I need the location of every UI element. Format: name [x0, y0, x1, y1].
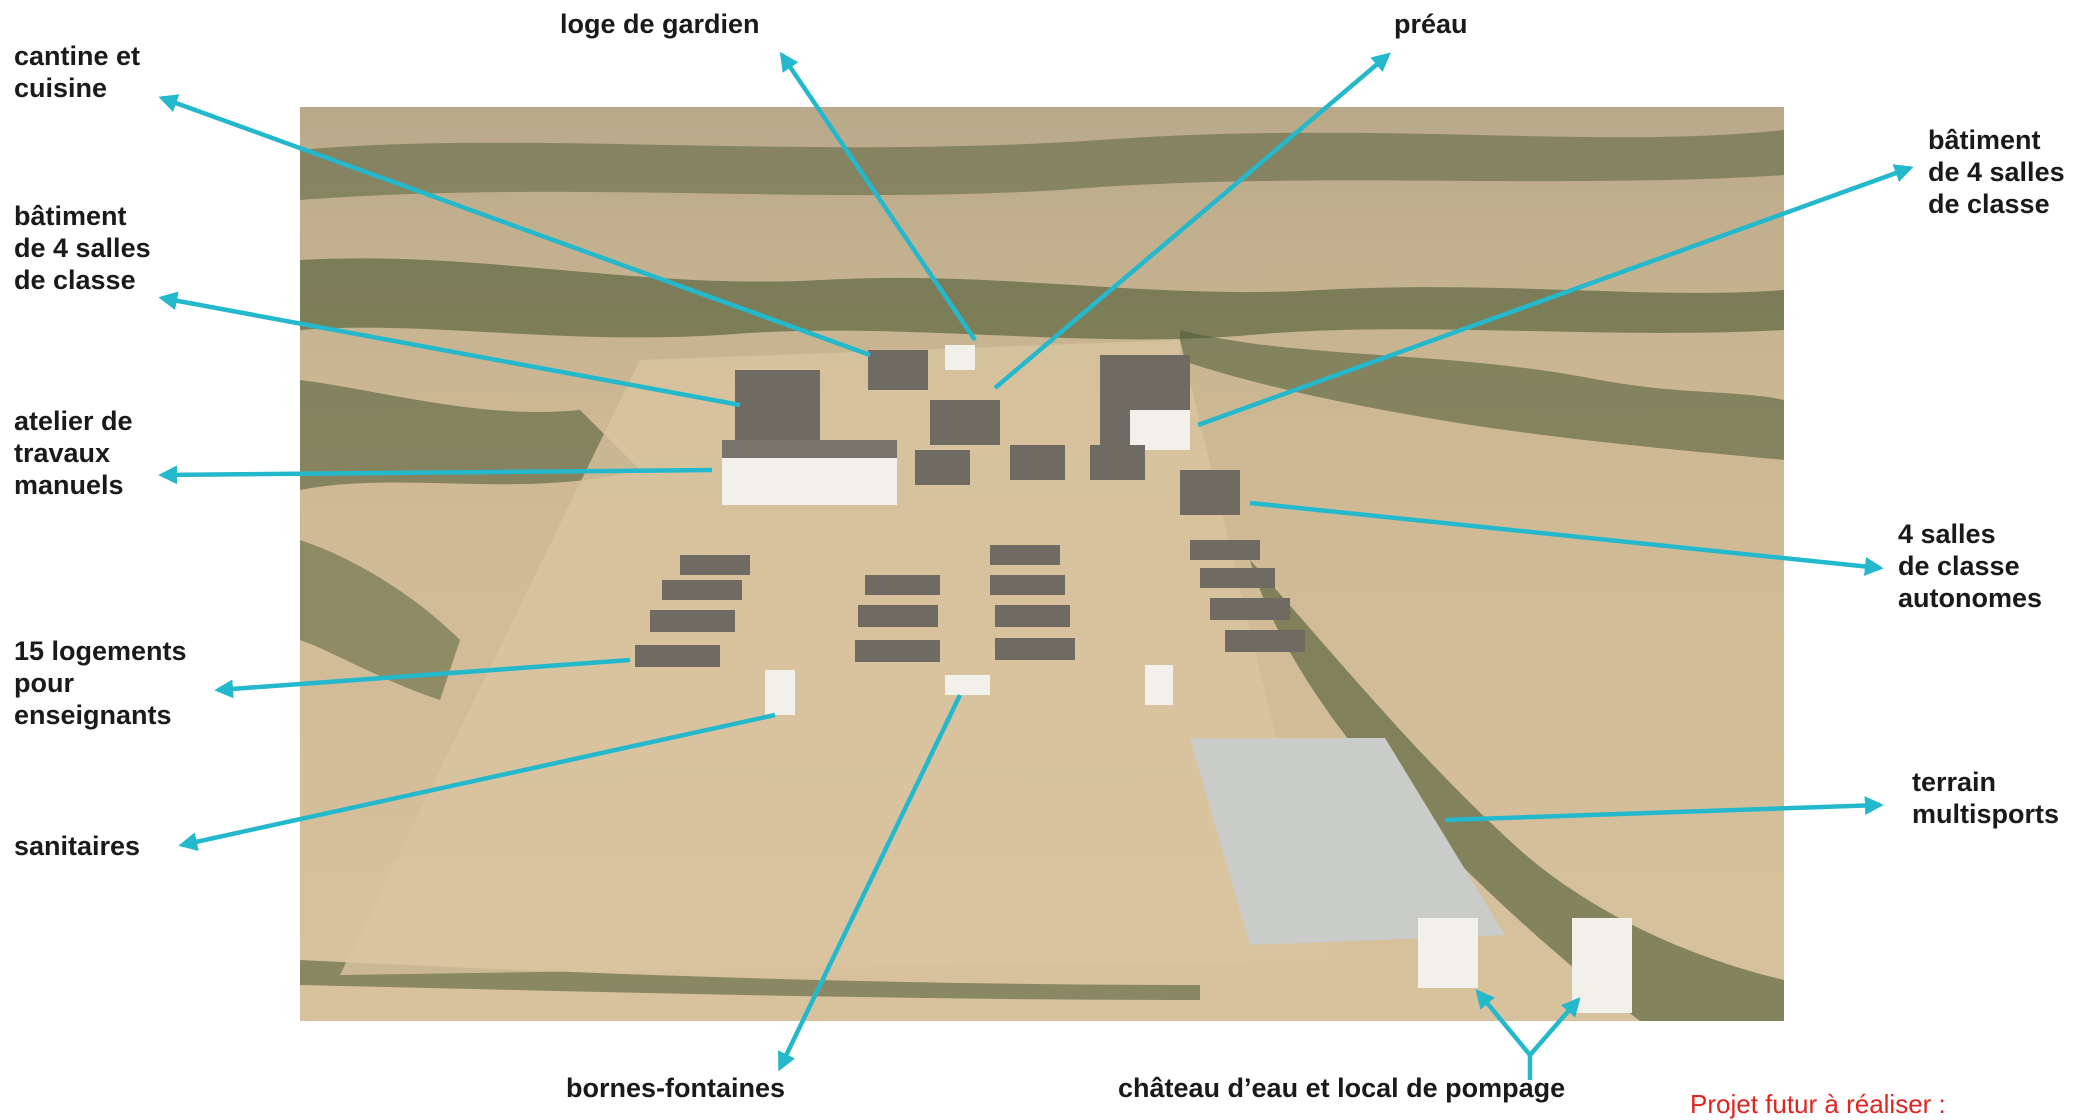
- arrow-chateau-left: [1475, 989, 1532, 1057]
- fence-hedge: [300, 960, 1200, 1000]
- arrow-sanitaires: [178, 712, 776, 851]
- label-logements: 15 logements pour enseignants: [14, 636, 187, 730]
- scrub-right-lower: [1250, 560, 1784, 1021]
- label-preau: préau: [1394, 9, 1468, 39]
- label-sanitaires: sanitaires: [14, 831, 141, 861]
- arrow-terrain: [1444, 796, 1884, 823]
- compound-grounds: [340, 340, 1330, 975]
- preau: [930, 400, 1000, 445]
- label-cantine-et-cuisine: cantine et cuisine: [14, 41, 141, 103]
- autonomous-classroom: [1180, 470, 1240, 515]
- pump-house: [1418, 918, 1478, 988]
- buildings: [635, 345, 1305, 715]
- arrow-atelier: [158, 465, 713, 485]
- scrub-left: [300, 380, 640, 490]
- label-batiment-droite: bâtiment de 4 salles de classe: [1928, 125, 2065, 219]
- arrow-chateau-right: [1528, 997, 1581, 1057]
- guard-lodge: [868, 350, 928, 390]
- scrub-right: [1180, 330, 1784, 460]
- arrow-preau: [993, 52, 1391, 390]
- classroom-block-left-roof: [735, 370, 820, 445]
- arrow-logements: [214, 657, 631, 699]
- scrub-band-mid: [300, 258, 1784, 340]
- water-fountain: [945, 675, 990, 695]
- arrow-bornes: [777, 694, 963, 1072]
- label-terrain: terrain multisports: [1912, 767, 2060, 829]
- photo-content: [300, 107, 1784, 1021]
- arrow-cantine: [158, 94, 871, 358]
- arrow-salles-autonomes: [1249, 500, 1884, 576]
- sports-court: [1190, 738, 1505, 945]
- scrub-band-far: [300, 130, 1784, 200]
- arrow-loge: [779, 51, 977, 342]
- label-bornes-fontaines: bornes-fontaines: [566, 1073, 786, 1103]
- label-atelier: atelier de travaux manuels: [14, 406, 133, 500]
- arrow-bat-right: [1197, 164, 1914, 428]
- label-salles-autonomes: 4 salles de classe autonomes: [1898, 519, 2043, 613]
- label-projet-futur: Projet futur à réaliser :: [1690, 1089, 1946, 1119]
- label-batiment-gauche: bâtiment de 4 salles de classe: [14, 201, 151, 295]
- scrub-left-lower: [300, 540, 460, 700]
- label-chateau-eau: château d’eau et local de pompage: [1118, 1073, 1566, 1103]
- annotation-arrows: [158, 51, 1914, 1080]
- label-loge-de-gardien: loge de gardien: [560, 9, 760, 39]
- water-tower: [1572, 918, 1632, 1013]
- arrow-bat-left: [158, 291, 741, 408]
- sanitary-block: [765, 670, 795, 715]
